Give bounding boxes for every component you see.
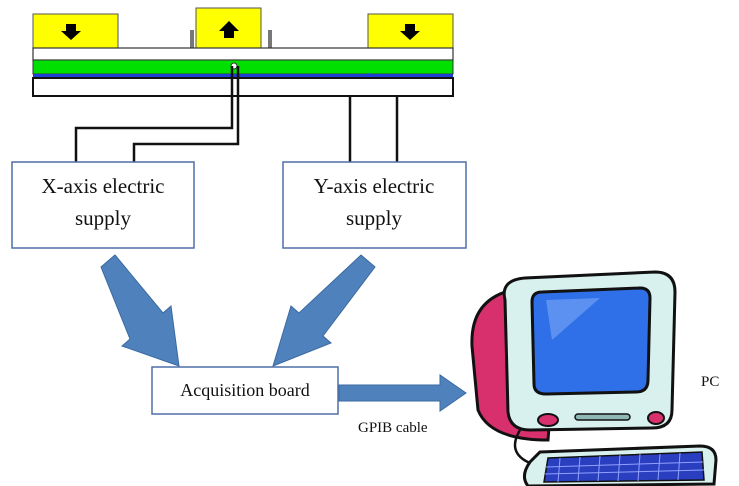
y-supply-line1: Y-axis electric [314,174,435,198]
up-arrow-icon [219,21,239,38]
arrow-board-to-pc [338,374,467,412]
pc-label: PC [701,374,719,390]
y-supply-line2: supply [346,206,403,230]
y-axis-supply-box: Y-axis electric supply [282,161,467,249]
arrow-x-to-board [100,254,180,367]
acquisition-board-label: Acquisition board [180,380,309,400]
post-left [190,30,194,48]
blue-layer [33,74,453,78]
post-right [268,30,272,48]
down-arrow-icon [61,24,81,40]
down-arrow-icon [400,24,420,40]
arrow-y-to-board [272,254,376,367]
gpib-cable-label: GPIB cable [358,420,428,436]
wire-x-1 [74,66,234,162]
flow-arrows [100,254,467,412]
wires [74,66,399,162]
x-supply-line2: supply [75,206,132,230]
acquisition-board-box: Acquisition board [151,366,339,415]
pc-icon [470,270,718,486]
bottom-layer [32,77,454,97]
x-supply-line1: X-axis electric [41,174,164,198]
white-layer [32,47,454,61]
wire-x-2 [132,66,240,162]
x-axis-supply-box: X-axis electric supply [11,161,195,249]
green-layer [32,59,454,75]
sample-assembly [32,7,454,97]
